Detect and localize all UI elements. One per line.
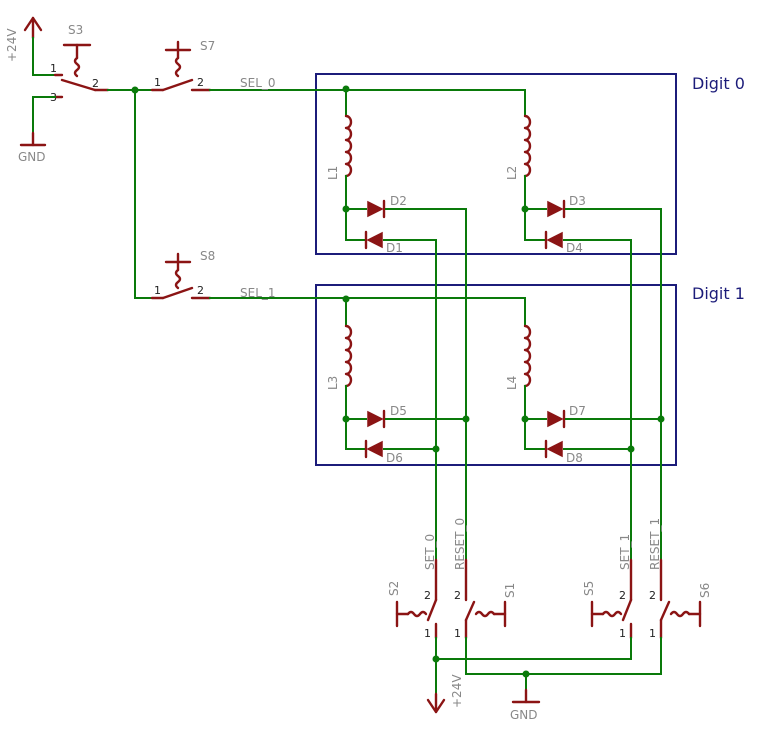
svg-text:1: 1 bbox=[454, 627, 461, 640]
svg-text:2: 2 bbox=[649, 589, 656, 602]
switch-s8[interactable] bbox=[150, 252, 212, 300]
svg-text:1: 1 bbox=[154, 284, 161, 297]
wire-24v-s3 bbox=[32, 37, 56, 76]
net-reset-1 bbox=[565, 208, 662, 561]
switch-s6[interactable] bbox=[659, 558, 702, 640]
diode-d7-label: D7 bbox=[569, 404, 586, 418]
svg-text:2: 2 bbox=[619, 589, 626, 602]
net-sel-0-label: SEL_0 bbox=[240, 76, 276, 90]
inductor-l1 bbox=[344, 114, 353, 178]
digit-0-title: Digit 0 bbox=[692, 74, 745, 93]
svg-text:1: 1 bbox=[424, 627, 431, 640]
digit-1-title: Digit 1 bbox=[692, 284, 745, 303]
switch-s1-label: S1 bbox=[503, 583, 517, 598]
diode-d3 bbox=[547, 199, 566, 219]
switch-s3-label: S3 bbox=[68, 23, 83, 37]
ground-label-bottom: GND bbox=[510, 708, 538, 722]
switch-s2[interactable] bbox=[395, 558, 438, 640]
ground-symbol-top bbox=[19, 131, 47, 147]
diode-d6-label: D6 bbox=[386, 451, 403, 465]
switch-s2-label: S2 bbox=[387, 581, 401, 596]
junction bbox=[432, 445, 440, 453]
diode-d8-label: D8 bbox=[566, 451, 583, 465]
wire-set-common-24v bbox=[435, 637, 632, 660]
inductor-l3-label: L3 bbox=[326, 376, 340, 390]
switch-s3[interactable] bbox=[53, 43, 110, 99]
svg-text:1: 1 bbox=[649, 627, 656, 640]
diode-d8 bbox=[544, 439, 563, 459]
inductor-l4 bbox=[523, 324, 532, 388]
junction bbox=[462, 415, 470, 423]
diode-d2 bbox=[367, 199, 386, 219]
switch-s5[interactable] bbox=[590, 558, 633, 640]
digit-1-box bbox=[315, 284, 677, 466]
inductor-l2-label: L2 bbox=[505, 166, 519, 180]
diode-d1 bbox=[364, 230, 383, 250]
junction bbox=[342, 415, 350, 423]
svg-text:1: 1 bbox=[154, 76, 161, 89]
diode-d7 bbox=[547, 409, 566, 429]
svg-text:2: 2 bbox=[197, 76, 204, 89]
net-reset-1-label: RESET_1 bbox=[648, 518, 662, 570]
net-reset-0-label: RESET_0 bbox=[453, 518, 467, 570]
junction bbox=[342, 205, 350, 213]
diode-d5 bbox=[367, 409, 386, 429]
junction bbox=[521, 415, 529, 423]
inductor-l4-label: L4 bbox=[505, 376, 519, 390]
svg-text:2: 2 bbox=[454, 589, 461, 602]
junction bbox=[342, 85, 350, 93]
junction bbox=[627, 445, 635, 453]
supply-24v-top: +24V bbox=[5, 16, 43, 62]
net-set-0-label: SET_0 bbox=[423, 534, 437, 570]
net-sel-1-label: SEL_1 bbox=[240, 286, 276, 300]
diode-d4-label: D4 bbox=[566, 241, 583, 255]
net-sel-1 bbox=[209, 297, 526, 327]
switch-s8-label: S8 bbox=[200, 249, 215, 263]
inductor-l3 bbox=[344, 324, 353, 388]
diode-d1-label: D1 bbox=[386, 241, 403, 255]
svg-text:2: 2 bbox=[92, 77, 99, 90]
ground-symbol-bottom bbox=[511, 688, 541, 704]
svg-text:1: 1 bbox=[619, 627, 626, 640]
wire-reset-common-gnd bbox=[465, 637, 662, 675]
diode-d6 bbox=[364, 439, 383, 459]
net-sel-0 bbox=[209, 89, 526, 117]
diode-d2-label: D2 bbox=[390, 194, 407, 208]
inductor-l1-label: L1 bbox=[326, 166, 340, 180]
ground-label-top: GND bbox=[18, 150, 46, 164]
switch-s5-label: S5 bbox=[582, 581, 596, 596]
net-reset-0 bbox=[385, 208, 467, 561]
svg-text:2: 2 bbox=[424, 589, 431, 602]
switch-s7[interactable] bbox=[150, 40, 212, 92]
diode-d3-label: D3 bbox=[569, 194, 586, 208]
svg-text:1: 1 bbox=[50, 62, 57, 75]
inductor-l2 bbox=[523, 114, 532, 178]
junction bbox=[657, 415, 665, 423]
wire-s3-s8 bbox=[134, 89, 153, 299]
net-set-0 bbox=[383, 239, 437, 561]
switch-s7-label: S7 bbox=[200, 39, 215, 53]
diode-d5-label: D5 bbox=[390, 404, 407, 418]
wire-s3-gnd bbox=[32, 96, 56, 134]
switch-s1[interactable] bbox=[464, 558, 507, 640]
supply-24v-bottom-label: +24V bbox=[450, 674, 464, 708]
diode-d4 bbox=[544, 230, 563, 250]
net-set-1-label: SET_1 bbox=[618, 534, 632, 570]
supply-24v-bottom bbox=[426, 692, 446, 714]
switch-s6-label: S6 bbox=[698, 583, 712, 598]
net-set-1 bbox=[563, 239, 632, 561]
junction bbox=[342, 295, 350, 303]
supply-24v-top-label: +24V bbox=[5, 28, 19, 62]
svg-text:2: 2 bbox=[197, 284, 204, 297]
digit-0-box bbox=[315, 73, 677, 255]
junction bbox=[521, 205, 529, 213]
